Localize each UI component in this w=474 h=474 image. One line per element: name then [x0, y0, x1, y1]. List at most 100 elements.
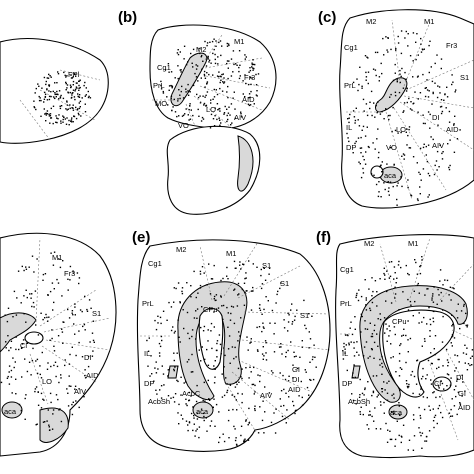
labeled-cell-dot — [214, 107, 216, 109]
labeled-cell-dot — [188, 119, 190, 121]
labeled-cell-dot — [223, 440, 226, 443]
labeled-cell-dot — [411, 370, 414, 373]
labeled-cell-dot — [408, 147, 410, 149]
labeled-cell-dot — [202, 330, 205, 332]
labeled-cell-dot — [269, 322, 271, 324]
labeled-cell-dot — [412, 315, 414, 317]
labeled-cell-dot — [422, 114, 424, 116]
labeled-cell-dot — [288, 314, 290, 316]
labeled-cell-dot — [65, 82, 67, 85]
labeled-cell-dot — [201, 346, 203, 348]
labeled-cell-dot — [46, 110, 49, 112]
labeled-cell-dot — [446, 359, 449, 361]
labeled-cell-dot — [214, 425, 216, 427]
labeled-cell-dot — [238, 293, 240, 295]
labeled-cell-dot — [363, 110, 365, 112]
labeled-cell-dot — [249, 366, 251, 368]
labeled-cell-dot — [367, 145, 370, 148]
labeled-cell-dot — [399, 389, 401, 392]
labeled-cell-dot — [71, 107, 73, 109]
panel-d-ventricle — [0, 312, 37, 353]
labeled-cell-dot — [176, 379, 178, 382]
labeled-cell-dot — [293, 351, 295, 353]
labeled-cell-dot — [296, 367, 299, 370]
labeled-cell-dot — [87, 96, 90, 99]
labeled-cell-dot — [432, 310, 435, 312]
labeled-cell-dot — [7, 307, 10, 309]
labeled-cell-dot — [218, 441, 220, 444]
labeled-cell-dot — [221, 45, 223, 47]
labeled-cell-dot — [409, 55, 412, 57]
labeled-cell-dot — [236, 444, 238, 446]
labeled-cell-dot — [221, 90, 224, 92]
labeled-cell-dot — [410, 374, 412, 376]
labeled-cell-dot — [384, 188, 386, 191]
labeled-cell-dot — [374, 324, 376, 326]
labeled-cell-dot — [454, 354, 456, 356]
labeled-cell-dot — [236, 409, 238, 411]
labeled-cell-dot — [442, 365, 444, 367]
labeled-cell-dot — [272, 372, 274, 374]
labeled-cell-dot — [346, 334, 348, 336]
labeled-cell-dot — [146, 339, 148, 342]
labeled-cell-dot — [376, 111, 378, 114]
labeled-cell-dot — [359, 147, 362, 149]
panel-d-label-1: Fr3 — [64, 269, 75, 278]
labeled-cell-dot — [241, 368, 243, 370]
labeled-cell-dot — [206, 284, 208, 286]
labeled-cell-dot — [385, 422, 387, 425]
labeled-cell-dot — [393, 278, 395, 280]
labeled-cell-dot — [395, 371, 397, 373]
labeled-cell-dot — [429, 318, 431, 321]
panel-b-label-9: AIV — [234, 113, 246, 122]
labeled-cell-dot — [432, 301, 435, 303]
labeled-cell-dot — [301, 346, 303, 348]
labeled-cell-dot — [432, 420, 435, 422]
panel-e-label-16: AIV — [260, 391, 272, 400]
labeled-cell-dot — [238, 70, 240, 73]
labeled-cell-dot — [158, 352, 161, 354]
labeled-cell-dot — [386, 441, 389, 443]
labeled-cell-dot — [28, 361, 31, 363]
labeled-cell-dot — [359, 66, 361, 68]
labeled-cell-dot — [177, 49, 179, 51]
labeled-cell-dot — [366, 56, 368, 58]
labeled-cell-dot — [372, 391, 375, 394]
labeled-cell-dot — [419, 186, 421, 188]
labeled-cell-dot — [385, 323, 387, 325]
labeled-cell-dot — [463, 305, 465, 307]
labeled-cell-dot — [412, 392, 414, 395]
labeled-cell-dot — [147, 350, 150, 352]
labeled-cell-dot — [353, 364, 355, 366]
labeled-cell-dot — [359, 378, 361, 381]
labeled-cell-dot — [417, 98, 419, 100]
labeled-cell-dot — [175, 287, 177, 290]
labeled-cell-dot — [85, 94, 87, 96]
labeled-cell-dot — [426, 396, 428, 399]
labeled-cell-dot — [233, 357, 235, 360]
labeled-cell-dot — [365, 103, 368, 105]
labeled-cell-dot — [59, 97, 62, 99]
labeled-cell-dot — [173, 98, 175, 101]
labeled-cell-dot — [182, 114, 185, 116]
labeled-cell-dot — [455, 395, 457, 398]
labeled-cell-dot — [235, 63, 237, 65]
labeled-cell-dot — [205, 105, 207, 107]
labeled-cell-dot — [394, 91, 397, 93]
labeled-cell-dot — [92, 339, 95, 342]
labeled-cell-dot — [410, 101, 412, 103]
labeled-cell-dot — [415, 261, 417, 264]
labeled-cell-dot — [200, 408, 203, 410]
labeled-cell-dot — [208, 308, 210, 310]
labeled-cell-dot — [214, 62, 217, 65]
labeled-cell-dot — [262, 322, 264, 324]
labeled-cell-dot — [213, 48, 215, 51]
labeled-cell-dot — [256, 326, 258, 329]
labeled-cell-dot — [215, 403, 218, 406]
labeled-cell-dot — [251, 63, 253, 66]
labeled-cell-dot — [206, 81, 209, 83]
labeled-cell-dot — [70, 74, 72, 76]
labeled-cell-dot — [196, 384, 198, 387]
labeled-cell-dot — [416, 198, 419, 200]
labeled-cell-dot — [179, 97, 181, 100]
